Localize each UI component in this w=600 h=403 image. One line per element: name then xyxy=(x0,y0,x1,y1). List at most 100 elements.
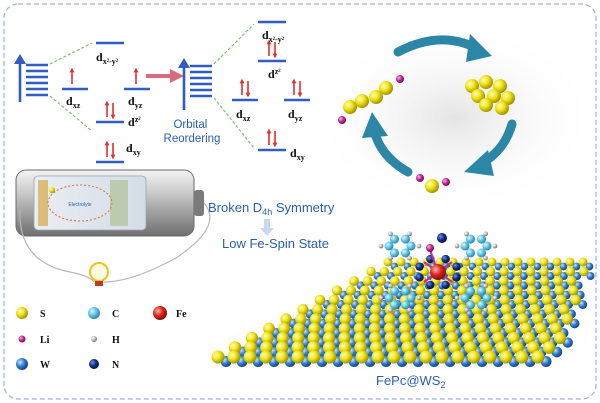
label-dz2-right: dz² xyxy=(268,67,281,81)
sulfur-atom xyxy=(295,313,307,325)
label-dyz-left: dyz xyxy=(128,94,143,110)
sulfur-atom xyxy=(349,276,359,286)
sulfur-atom xyxy=(383,322,396,335)
sulfur-atom xyxy=(457,313,470,325)
sulfur-atom xyxy=(392,266,403,277)
sulfur-atom xyxy=(307,331,320,345)
sulfur-atom xyxy=(486,266,496,277)
battery-cathode xyxy=(110,180,128,226)
polysulfide-cycle xyxy=(338,34,517,193)
sulfur-atom xyxy=(435,350,449,364)
legend-swatch-h xyxy=(91,336,97,342)
material-label: FePc@WS2 xyxy=(376,373,446,390)
sulfur-atom xyxy=(415,285,426,296)
sulfur-atom xyxy=(383,313,396,325)
hydrogen-atom xyxy=(464,231,469,237)
sulfur-atom xyxy=(245,331,259,345)
sulfur-atom xyxy=(504,322,517,335)
sulfur-atom xyxy=(354,313,366,325)
carbon-atom xyxy=(401,300,410,310)
sulfur-atom xyxy=(526,257,536,267)
lattice-row xyxy=(297,304,576,319)
sulfur-atom xyxy=(389,276,400,286)
carbon-atom xyxy=(466,234,475,244)
sulfur-atom xyxy=(415,331,428,345)
sulfur-atom xyxy=(227,350,241,364)
cycle-arrow-right-head xyxy=(464,150,494,176)
sulfur-atom xyxy=(338,322,351,335)
sulfur-atom xyxy=(474,257,484,267)
hydrogen-atom xyxy=(492,295,498,301)
sulfur-atom xyxy=(515,304,526,315)
sulfur-atom xyxy=(403,276,414,286)
sulfur-atom xyxy=(260,341,273,354)
hydrogen-atom xyxy=(464,307,469,313)
legend-swatch-w xyxy=(16,358,28,370)
carbon-atom xyxy=(401,234,410,244)
level-stack-right xyxy=(190,64,212,98)
hydrogen-atom xyxy=(416,243,422,249)
legend-swatch-li xyxy=(18,335,26,343)
sulfur-atom xyxy=(355,350,369,364)
sulfur-atom xyxy=(331,285,343,296)
tungsten-atom xyxy=(506,281,515,290)
lattice-row xyxy=(349,276,583,290)
sulfur-atom xyxy=(461,331,474,345)
sulfur-atom xyxy=(322,331,336,345)
molecule-li2s xyxy=(416,174,450,193)
sulfur-atom xyxy=(556,294,567,306)
legend-swatch-s xyxy=(16,307,28,319)
tungsten-atom xyxy=(546,272,555,280)
carbon-atom xyxy=(390,234,399,244)
sulfur-atom xyxy=(565,257,575,267)
sulfur-atom xyxy=(443,313,455,325)
sulfur-atom xyxy=(376,276,387,286)
broken-symmetry-label: Broken D4h Symmetry xyxy=(208,200,335,217)
hydrogen-atom xyxy=(464,255,469,261)
sulfur-atom xyxy=(428,304,439,315)
sulfur-atom xyxy=(513,294,525,306)
molecule-s8-cluster xyxy=(465,75,515,115)
sulfur-atom xyxy=(500,257,510,267)
carbon-atom xyxy=(384,293,394,303)
carbon-atom xyxy=(460,293,470,303)
sulfur-atom xyxy=(291,341,305,354)
sulfur-atom xyxy=(539,276,550,286)
tungsten-atom xyxy=(519,272,528,280)
legend-swatch-fe xyxy=(153,306,167,320)
carbon-atom xyxy=(384,241,394,251)
carbon-atom xyxy=(477,286,486,296)
nitrogen-atom xyxy=(415,273,424,282)
sulfur-atom xyxy=(538,331,551,345)
sulfur-atom xyxy=(355,304,367,315)
electrolyte-label: Electrolyte xyxy=(68,202,92,208)
battery-wire-left xyxy=(19,209,95,283)
sulfur-atom xyxy=(345,285,356,296)
sulfur-atom xyxy=(472,313,485,325)
sulfur-atom xyxy=(419,350,433,364)
sulfur-atom xyxy=(446,331,459,345)
hydrogen-atom xyxy=(407,255,412,261)
carbon-atom xyxy=(406,293,416,303)
battery-circuit-ring xyxy=(47,184,113,222)
label-dx2y2-right: dx²-y² xyxy=(262,28,285,44)
spin-arrows-left xyxy=(69,67,139,160)
sulfur-atom xyxy=(312,304,323,315)
sulfur-atom xyxy=(539,257,549,267)
sulfur-atom xyxy=(396,257,406,267)
sulfur-atom xyxy=(339,350,353,364)
sulfur-atom xyxy=(527,341,540,354)
tungsten-atom xyxy=(578,299,588,310)
sulfur-atom xyxy=(459,322,472,335)
tungsten-atom xyxy=(585,262,594,271)
sulfur-atom xyxy=(399,322,411,335)
carbon-atom xyxy=(406,241,416,251)
sulfur-atom xyxy=(578,257,588,267)
nitrogen-atom xyxy=(437,233,447,243)
hydrogen-atom xyxy=(483,255,488,261)
sulfur-atom xyxy=(568,285,579,296)
lattice-row xyxy=(383,257,594,271)
hydrogen-atom xyxy=(454,243,460,249)
orbital-diagram-left: dx²-y² dxz dyz dz² dxy xyxy=(14,41,150,164)
